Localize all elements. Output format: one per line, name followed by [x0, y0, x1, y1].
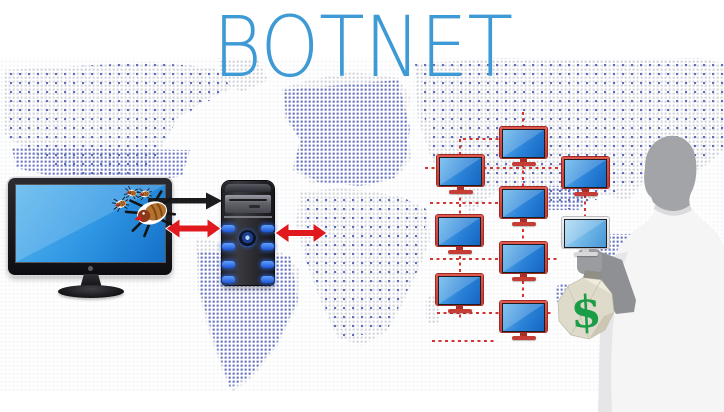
botmaster-forearm [588, 250, 636, 314]
tower-emblem [239, 230, 256, 247]
monitor-screen [15, 184, 166, 263]
bot-monitor-frame [500, 242, 547, 273]
bot-computer [500, 187, 547, 226]
bot-monitor-screen [564, 159, 607, 188]
bot-monitor-screen [502, 129, 545, 158]
bot-monitor-frame [436, 274, 483, 305]
bot-computer [437, 155, 484, 194]
botmaster-shirt [598, 203, 724, 412]
bot-computer [436, 274, 483, 313]
shirt-shading [598, 252, 628, 412]
led-stripe [222, 243, 235, 250]
bot-computer [500, 127, 547, 166]
bot-computer [500, 301, 547, 340]
dollar-sign: $ [570, 286, 603, 339]
bot-monitor-screen [502, 303, 545, 332]
bot-monitor-base [511, 336, 536, 340]
led-stripe [261, 243, 274, 250]
collar-shadow [654, 202, 692, 216]
bot-monitor-screen [502, 189, 545, 218]
bot-monitor-screen [564, 219, 607, 248]
bot-monitor-screen [438, 276, 481, 305]
botmaster-head [644, 135, 697, 212]
bot-monitor-screen [502, 244, 545, 273]
bot-monitor-base [511, 162, 536, 166]
bot-monitor-frame [562, 217, 609, 248]
bot-monitor-base [447, 309, 472, 313]
optical-drive-bay [225, 195, 271, 213]
pc-server-exchange-arrow [165, 217, 222, 240]
page-title: BOTNET [213, 0, 513, 96]
infected-computer [8, 178, 172, 300]
led-stripe [222, 261, 235, 268]
led-stripe [261, 261, 274, 268]
bot-computer [562, 217, 609, 256]
bot-monitor-frame [500, 187, 547, 218]
bot-monitor-base [511, 222, 536, 226]
bot-monitor-frame [500, 301, 547, 332]
bot-monitor-base [447, 250, 472, 254]
led-stripe [261, 276, 274, 283]
bot-computer [562, 157, 609, 196]
bot-computer [500, 242, 547, 281]
bot-monitor-screen [439, 157, 482, 186]
monitor-stand-base [58, 285, 124, 298]
bot-computer [436, 215, 483, 254]
bot-monitor-base [511, 277, 536, 281]
bot-monitor-base [573, 192, 598, 196]
bot-monitor-base [448, 190, 473, 194]
led-stripe [261, 225, 274, 232]
led-stripe [222, 225, 235, 232]
money-bag: $ [557, 270, 615, 340]
monitor-logo-dot [88, 266, 93, 271]
tower-top-panel [225, 184, 271, 192]
bot-monitor-frame [562, 157, 609, 188]
bot-monitor-screen [438, 217, 481, 246]
bot-monitor-base [573, 252, 598, 256]
cnc-server-tower [222, 181, 274, 285]
server-botnet-exchange-arrow [274, 222, 328, 244]
led-stripe [222, 276, 235, 283]
bot-monitor-frame [500, 127, 547, 158]
panel-separator [224, 216, 272, 218]
monitor-bezel [8, 178, 172, 275]
bot-monitor-frame [436, 215, 483, 246]
bot-monitor-frame [437, 155, 484, 186]
